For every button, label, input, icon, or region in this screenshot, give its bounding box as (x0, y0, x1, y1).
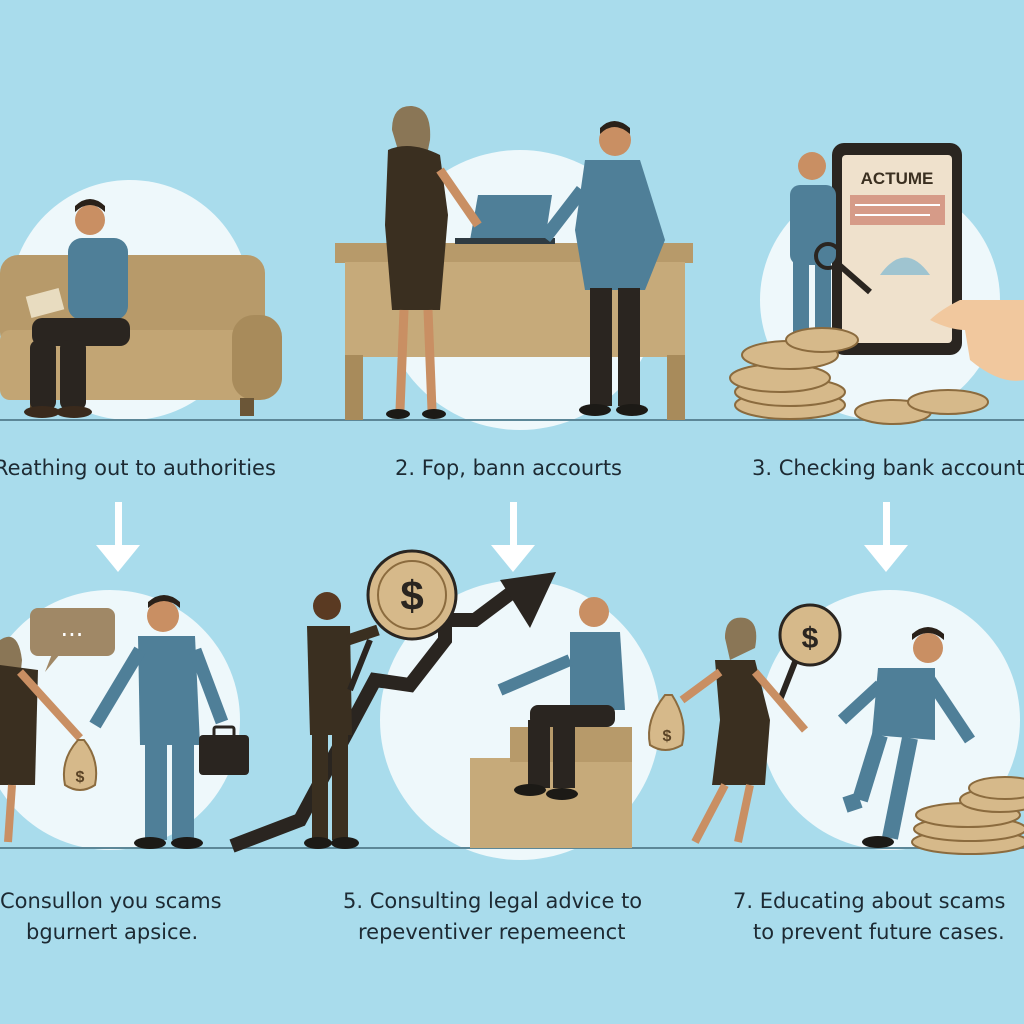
speech-bubble-text: ... (61, 614, 84, 642)
step7-caption-line1: 7. Educating about scams (733, 889, 1006, 913)
sofa-arm (232, 315, 282, 400)
briefcase (199, 735, 249, 775)
step5-caption-line1: 5. Consulting legal advice to (343, 889, 643, 913)
step3-caption: 3. Checking bank account (752, 456, 1024, 480)
coin-stack-2 (911, 776, 1024, 855)
pointing-hand (930, 300, 1024, 381)
magnifier-lens (814, 242, 842, 270)
step4-caption-line2: bgurnert apsice. (26, 920, 199, 944)
step-block (470, 758, 632, 848)
down-arrow-1 (96, 502, 140, 572)
down-arrow-3 (864, 502, 908, 572)
step7-caption-line2: to prevent future cases. (753, 920, 1005, 944)
sofa-scene (0, 199, 282, 418)
coin-stack (729, 327, 989, 425)
magnifier-coin-symbol: $ (802, 622, 819, 655)
legal-scene: $ (229, 549, 632, 853)
paper (25, 287, 65, 319)
educate-scene: $ $ (648, 603, 1024, 855)
consult-scene: ... $ (0, 595, 249, 849)
man-head (75, 205, 105, 235)
man-torso (68, 238, 128, 320)
step1-caption: Reathing out to authorities (0, 456, 276, 480)
down-arrow-2 (491, 502, 535, 572)
phone-screen-text: ACTUME (861, 169, 934, 188)
man-suit (575, 160, 665, 290)
step5-caption-line2: repeventiver repemeenct (358, 920, 626, 944)
money-bag-symbol: $ (76, 769, 85, 786)
dollar-coin-symbol: $ (400, 572, 423, 619)
money-bag (62, 739, 98, 791)
laptop (470, 195, 552, 240)
dollar-coin (366, 549, 458, 641)
magnifier-coin (778, 603, 842, 667)
bank-scene: ACTUME (729, 143, 1024, 425)
woman-dress (385, 146, 448, 310)
speech-bubble (30, 608, 115, 656)
money-bag-symbol-2: $ (663, 728, 672, 745)
desk-scene (335, 105, 693, 420)
step4-caption-line1: Consullon you scams (0, 889, 222, 913)
step2-caption: 2. Fop, bann accourts (395, 456, 622, 480)
